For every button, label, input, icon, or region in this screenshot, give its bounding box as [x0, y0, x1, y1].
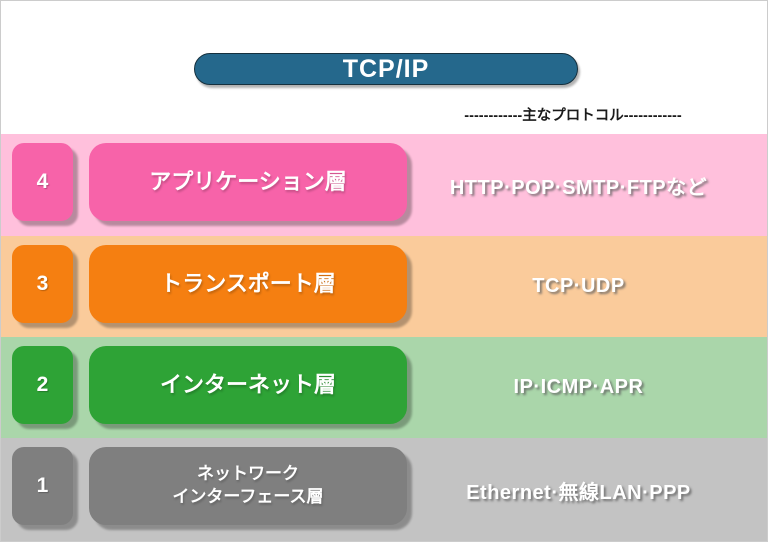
layer-number-badge: 1: [12, 447, 73, 525]
tcpip-title-label: TCP/IP: [342, 54, 430, 83]
layer-number-badge: 2: [12, 346, 73, 424]
layer-protocols: IP·ICMP·APR: [513, 376, 644, 398]
layer-band-network-interface: 1 ネットワーク インターフェース層 Ethernet·無線LAN·PPP: [1, 438, 767, 541]
layer-name: インターネット層: [159, 372, 336, 398]
layer-name-box: インターネット層: [89, 346, 407, 424]
layer-number: 1: [36, 474, 49, 497]
layer-band-transport: 3 トランスポート層 TCP·UDP: [1, 236, 767, 337]
layer-number: 4: [36, 170, 49, 193]
layer-protocols: TCP·UDP: [532, 275, 625, 297]
layer-number-badge: 4: [12, 143, 73, 221]
layer-name-box: トランスポート層: [89, 245, 407, 323]
layer-name-box: ネットワーク インターフェース層: [89, 447, 407, 525]
layer-band-application: 4 アプリケーション層 HTTP·POP·SMTP·FTPなど: [1, 134, 767, 236]
layer-number: 2: [36, 373, 49, 396]
layer-number: 3: [36, 272, 49, 295]
layer-band-internet: 2 インターネット層 IP·ICMP·APR: [1, 337, 767, 438]
layer-name: トランスポート層: [160, 271, 336, 297]
layer-name: アプリケーション層: [149, 169, 347, 195]
main-protocols-header: ------------主なプロトコル------------: [464, 108, 682, 124]
layer-protocols: Ethernet·無線LAN·PPP: [466, 482, 691, 504]
layer-name-box: アプリケーション層: [89, 143, 407, 221]
tcpip-title-pill: TCP/IP: [194, 53, 578, 85]
layer-name: ネットワーク インターフェース層: [172, 464, 324, 506]
layer-number-badge: 3: [12, 245, 73, 323]
layer-protocols: HTTP·POP·SMTP·FTPなど: [449, 176, 708, 199]
